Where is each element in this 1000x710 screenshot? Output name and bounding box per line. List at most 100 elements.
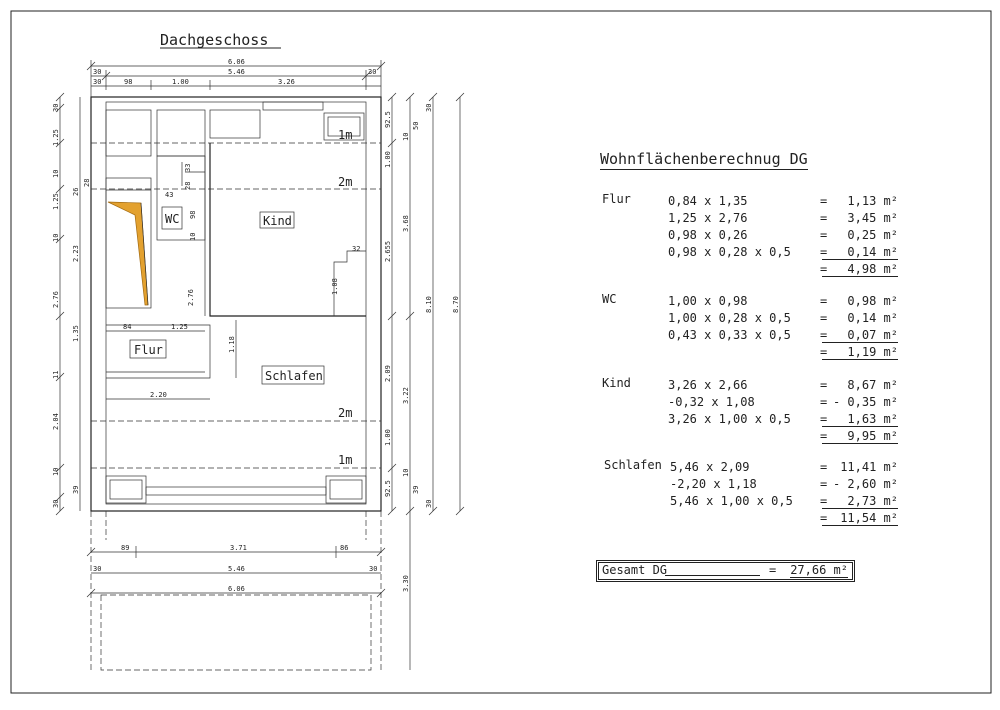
dim-right-30: 30 — [425, 104, 433, 112]
dim-inner-33: 33 — [184, 164, 192, 172]
calc-equals: = — [820, 211, 828, 225]
dim-top-30-left-a: 30 — [93, 68, 101, 76]
calc-equals: = — [820, 294, 828, 308]
dim-left-10-b: 10 — [52, 234, 60, 242]
dim-inner-98: 98 — [189, 211, 197, 219]
dim-right-2-09: 2.09 — [384, 365, 392, 382]
calc-equals: = — [820, 378, 828, 392]
calc-expression: 5,46 x 2,09 — [670, 460, 750, 474]
calc-total-row: =11,54 m² — [600, 511, 920, 527]
dim-left-11: 11 — [52, 371, 60, 379]
dim-left-26: 26 — [72, 188, 80, 196]
dim-inner-1-08: 1.08 — [331, 278, 339, 295]
dim-left-28: 28 — [83, 179, 91, 187]
calc-value: - 2,60 m² — [832, 477, 898, 491]
grand-total-box: Gesamt DG=27,66 m² — [596, 560, 855, 582]
calc-row: 0,43 x 0,33 x 0,5=0,07 m² — [600, 328, 920, 344]
calc-value: 0,25 m² — [847, 228, 898, 242]
calc-row: 0,98 x 0,28 x 0,5 =0,14 m² — [600, 245, 920, 261]
calc-row: 1,00 x 0,28 x 0,5=0,14 m² — [600, 311, 920, 327]
dim-right-1-00: 1.00 — [384, 151, 392, 168]
calc-total-equals: = — [820, 345, 828, 359]
dim-right-1-00-b: 1.00 — [384, 429, 392, 446]
dim-inner-28: 28 — [184, 182, 192, 190]
dim-top-6-06: 6.06 — [228, 58, 245, 66]
calc-equals: = — [820, 228, 828, 242]
calc-expression: 0,98 x 0,26 — [668, 228, 748, 242]
calc-total-equals: = — [820, 262, 828, 276]
dim-inner-2-20: 2.20 — [150, 391, 167, 399]
dim-top-1-00: 1.00 — [172, 78, 189, 86]
calc-equals: = — [820, 328, 828, 342]
kind-room-wall — [209, 143, 366, 317]
dim-inner-10: 10 — [189, 233, 197, 241]
dim-bottom-6-06: 6.06 — [228, 585, 245, 593]
grand-total-divider — [665, 575, 760, 576]
calc-total-value: 9,95 m² — [822, 429, 898, 444]
dim-right-39: 39 — [412, 486, 420, 494]
dim-right-92-5: 92.5 — [384, 111, 392, 128]
dim-inner-84: 84 — [123, 323, 131, 331]
calc-equals: = — [820, 460, 828, 474]
stair-area — [105, 177, 152, 309]
dim-right-10: 10 — [402, 133, 410, 141]
wc-label-box — [161, 206, 183, 230]
dim-top-3-26: 3.26 — [278, 78, 295, 86]
room-label-kind: Kind — [263, 214, 292, 228]
top-dormer — [262, 101, 324, 111]
grand-total-label: Gesamt DG — [602, 563, 668, 577]
calc-row: 0,98 x 0,26 = 0,25 m² — [600, 228, 920, 244]
calc-value: - 0,35 m² — [832, 395, 898, 409]
dim-left-39: 39 — [72, 486, 80, 494]
dim-left-1-25-b: 1.25 — [52, 193, 60, 210]
calc-value: 1,63 m² — [822, 412, 898, 427]
calc-section-label: Flur — [602, 192, 631, 206]
wc-room — [156, 155, 206, 241]
dim-bottom-3-71: 3.71 — [230, 544, 247, 552]
calc-total-equals: = — [820, 511, 828, 525]
calc-equals: = — [820, 494, 828, 508]
calc-value: 0,98 m² — [847, 294, 898, 308]
dim-top-30-right: 30 — [368, 68, 376, 76]
calc-equals: = — [820, 395, 828, 409]
dim-right-8-70: 8.70 — [452, 296, 460, 313]
dim-bottom-30-right: 30 — [369, 565, 377, 573]
room-label-schlafen: Schlafen — [265, 369, 323, 383]
calc-value: 0,14 m² — [847, 311, 898, 325]
dim-left-2-23: 2.23 — [72, 245, 80, 262]
calc-row: -2,20 x 1,18=- 2,60 m² — [600, 477, 920, 493]
dim-bottom-89: 89 — [121, 544, 129, 552]
calc-total-value: 4,98 m² — [822, 262, 898, 277]
calc-total-row: =4,98 m² — [600, 262, 920, 278]
plan-title: Dachgeschoss — [160, 31, 268, 49]
dim-top-5-46: 5.46 — [228, 68, 245, 76]
dim-left-30: 30 — [52, 104, 60, 112]
calc-expression: 0,84 x 1,35 — [668, 194, 748, 208]
calc-total-row: =9,95 m² — [600, 429, 920, 445]
outer-wall — [90, 96, 382, 512]
dim-left-10-a: 10 — [52, 170, 60, 178]
dim-inner-1-18: 1.18 — [228, 336, 236, 353]
calc-expression: -0,32 x 1,08 — [668, 395, 755, 409]
dim-inner-1-25: 1.25 — [171, 323, 188, 331]
dim-right-10-b: 10 — [402, 469, 410, 477]
calc-equals: = — [820, 245, 828, 259]
stair-cutout — [107, 201, 149, 306]
dim-right-3-30: 3.30 — [402, 575, 410, 592]
dim-top-30-left-b: 30 — [93, 78, 101, 86]
calc-equals: = — [820, 311, 828, 325]
dim-left-2-04: 2.04 — [52, 413, 60, 430]
kind-room-notch — [333, 250, 366, 316]
calc-value: 2,73 m² — [822, 494, 898, 509]
calc-equals: = — [820, 412, 828, 426]
calc-row: 1,00 x 0,98=0,98 m² — [600, 294, 920, 310]
calc-value: 0,14 m² — [822, 245, 898, 260]
height-mark-1m-top: 1m — [338, 128, 352, 142]
dim-right-92-5-b: 92.5 — [384, 480, 392, 497]
dim-top-98: 98 — [124, 78, 132, 86]
calc-expression: 0,98 x 0,28 x 0,5 — [668, 245, 791, 259]
calc-expression: 3,26 x 1,00 x 0,5 — [668, 412, 791, 426]
dim-bottom-86: 86 — [340, 544, 348, 552]
